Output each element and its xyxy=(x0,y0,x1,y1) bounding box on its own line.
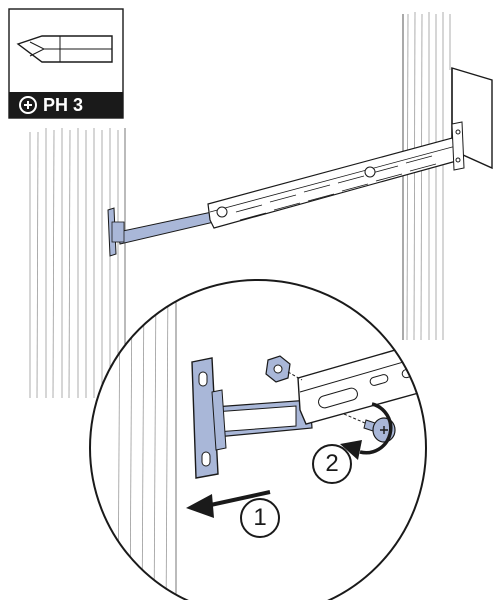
step-number-1: 1 xyxy=(240,498,280,538)
driver-type-label: PH 3 xyxy=(9,92,123,118)
driver-type-text: PH 3 xyxy=(43,94,84,115)
top-rail-assembly xyxy=(107,121,465,257)
phillips-plus-icon xyxy=(19,96,37,114)
right-cabinet-panel xyxy=(402,11,493,341)
step-number-1-text: 1 xyxy=(253,504,267,531)
step-number-2: 2 xyxy=(312,444,352,484)
step-number-2-text: 2 xyxy=(325,450,339,477)
detail-magnifier xyxy=(89,279,427,600)
left-side-panel xyxy=(29,128,126,399)
